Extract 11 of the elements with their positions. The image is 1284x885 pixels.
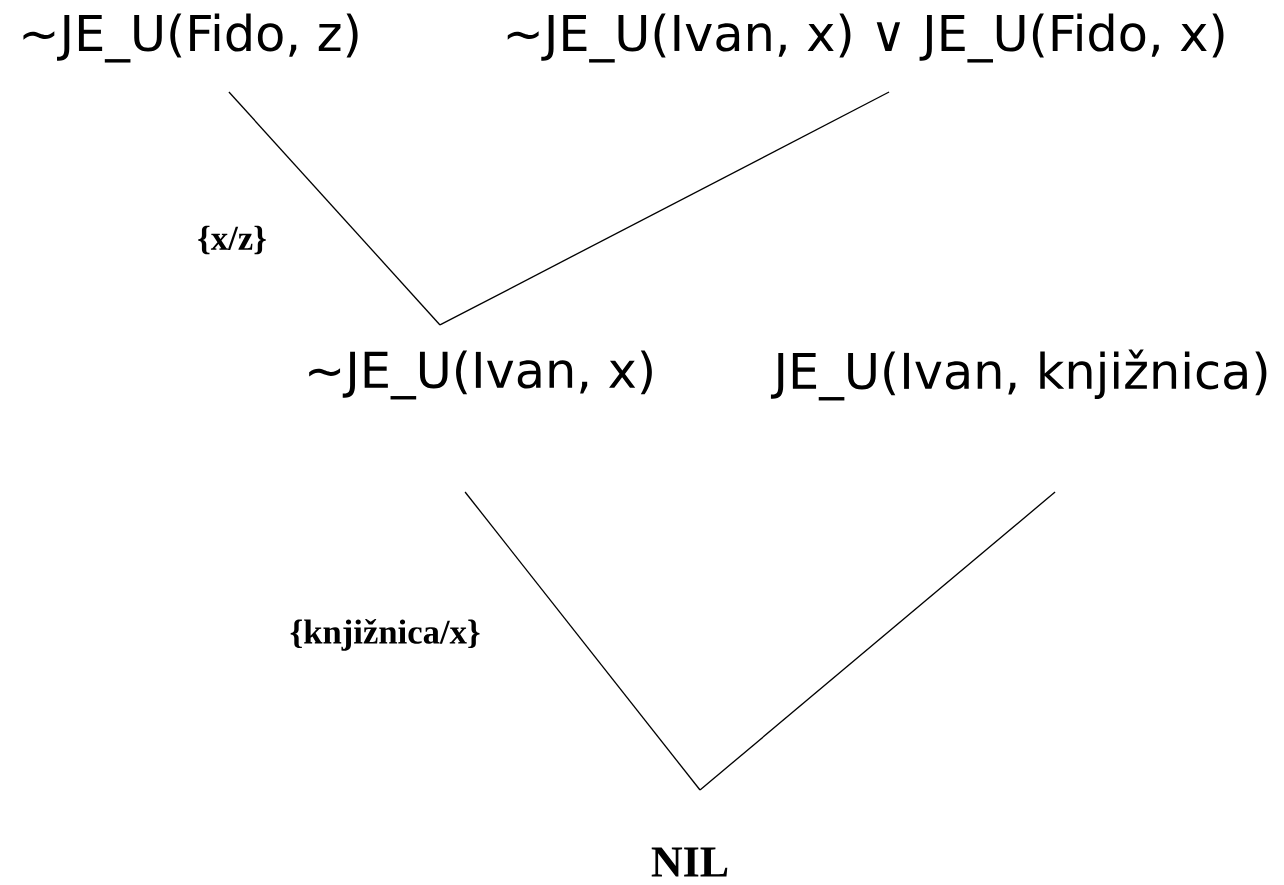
formula-text: ~JE_U(Ivan, x) ∨ JE_U(Fido, x) — [507, 13, 1224, 63]
edge-label: {x/z} — [198, 225, 266, 255]
line — [228, 91, 441, 326]
formula-text: ~JE_U(Ivan, x) — [309, 350, 652, 400]
formula-text: ~JE_U(Fido, z) — [23, 13, 358, 63]
line — [439, 91, 890, 326]
line — [699, 491, 1056, 791]
line — [464, 491, 701, 791]
edge-label: {knjižnica/x} — [290, 619, 480, 651]
formula-text: JE_U(Ivan, knjižnica) — [770, 349, 1267, 401]
formula-text: NIL — [651, 847, 728, 877]
